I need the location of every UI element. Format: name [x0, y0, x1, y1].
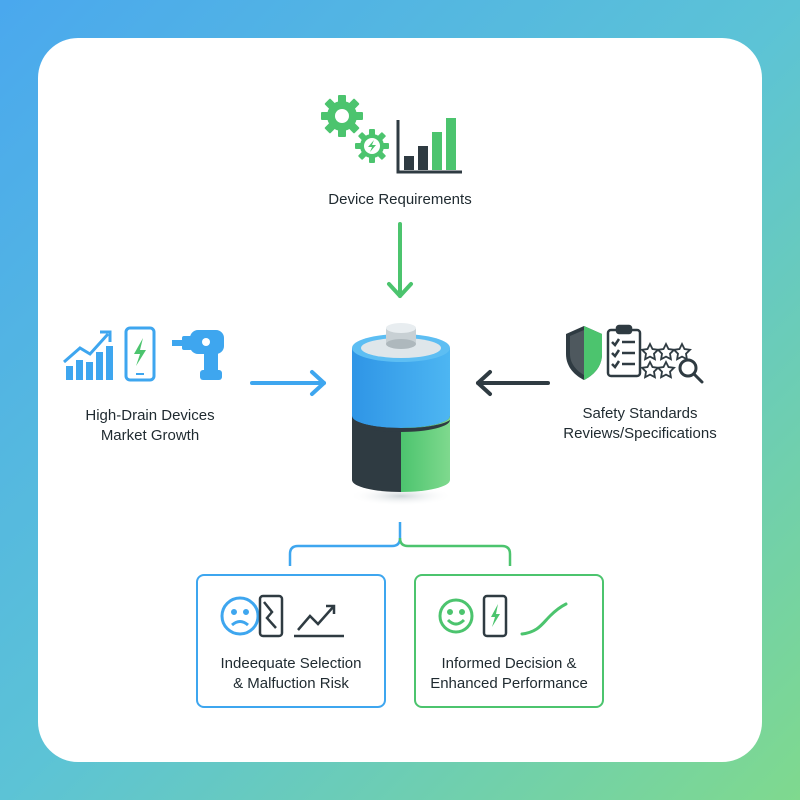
- growth-chart-icon: [63, 330, 113, 380]
- phone-charging-icon: [482, 594, 508, 638]
- risk-label-line1: Indeequate Selection: [220, 655, 362, 672]
- arrow-left-icon: [474, 370, 550, 396]
- performance-label-line1: Informed Decision &: [441, 655, 577, 672]
- rising-curve-icon: [520, 602, 568, 636]
- right-label-line2: Reviews/Specifications: [563, 425, 717, 442]
- outcome-box-risk: Indeequate Selection & Malfuction Risk: [196, 574, 386, 708]
- left-icons: [63, 326, 234, 386]
- left-label-line2: Market Growth: [100, 427, 200, 444]
- star-rating-icon: [640, 341, 692, 379]
- right-icons: [564, 324, 714, 388]
- device-requirements-label: Device Requirements: [328, 191, 472, 208]
- diagram-card: Device Requirements: [38, 38, 762, 762]
- happy-face-icon: [438, 598, 474, 634]
- branch-connector: [288, 520, 514, 570]
- performance-label-line2: Enhanced Performance: [430, 675, 588, 692]
- magnifier-icon: [678, 358, 704, 384]
- battery-icon: [344, 320, 458, 512]
- checklist-clipboard-icon: [606, 324, 642, 378]
- top-icons: [320, 90, 480, 180]
- gear-icon: [321, 95, 389, 163]
- shield-icon: [566, 326, 602, 380]
- risk-icons: [220, 594, 370, 640]
- volatile-chart-icon: [294, 604, 344, 638]
- right-label-line1: Safety Standards: [582, 405, 698, 422]
- performance-icons: [438, 594, 588, 640]
- outcome-box-performance: Informed Decision & Enhanced Performance: [414, 574, 604, 708]
- smartphone-charging-icon: [124, 326, 156, 382]
- sad-face-icon: [220, 596, 260, 636]
- power-drill-icon: [172, 330, 224, 380]
- bar-chart-icon: [396, 118, 462, 174]
- left-label-line1: High-Drain Devices: [85, 407, 215, 424]
- arrow-down-icon: [387, 222, 413, 300]
- arrow-right-icon: [250, 370, 328, 396]
- broken-phone-icon: [258, 594, 284, 638]
- risk-label-line2: & Malfuction Risk: [233, 675, 349, 692]
